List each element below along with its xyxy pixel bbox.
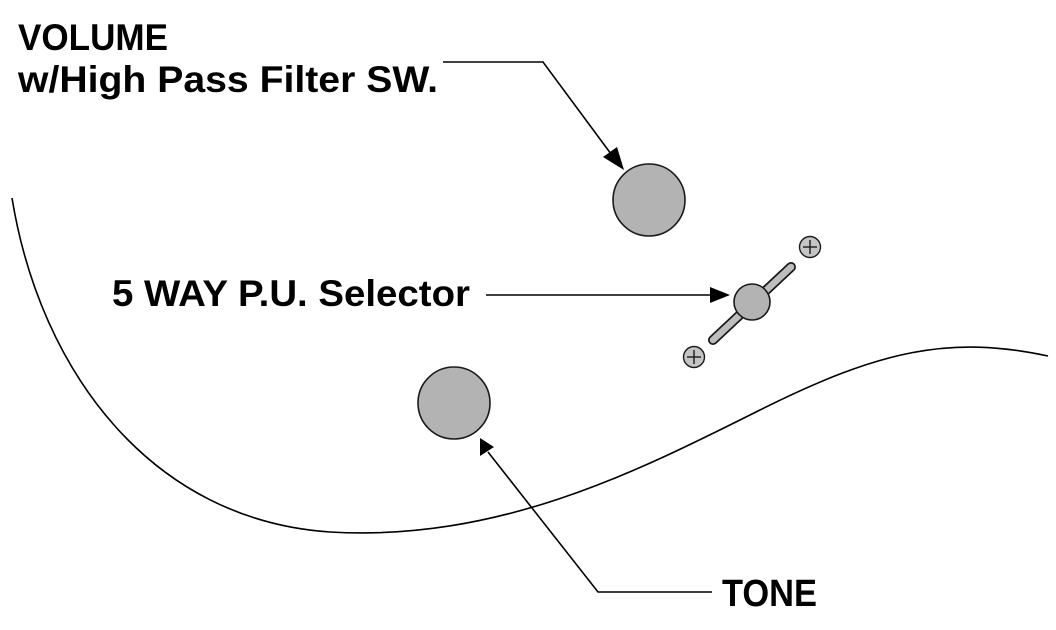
selector-screw-top [798,235,822,259]
volume-arrowhead [603,147,624,170]
selector-screw-bottom [682,345,706,369]
guitar-body-outline [11,197,1049,534]
selector-tip [733,283,771,321]
volume-leader-line [443,61,615,159]
tone-knob [417,366,491,440]
pickup-selector-switch [708,262,796,345]
volume-knob [612,163,686,237]
tone-arrowhead [480,438,494,456]
selector-label: 5 WAY P.U. Selector [112,273,470,314]
selector-arrowhead [710,287,730,303]
volume-label: VOLUME [18,17,168,58]
tone-label: TONE [722,573,817,615]
tone-leader-line [487,451,712,593]
volume-sublabel: w/High Pass Filter SW. [17,59,438,100]
